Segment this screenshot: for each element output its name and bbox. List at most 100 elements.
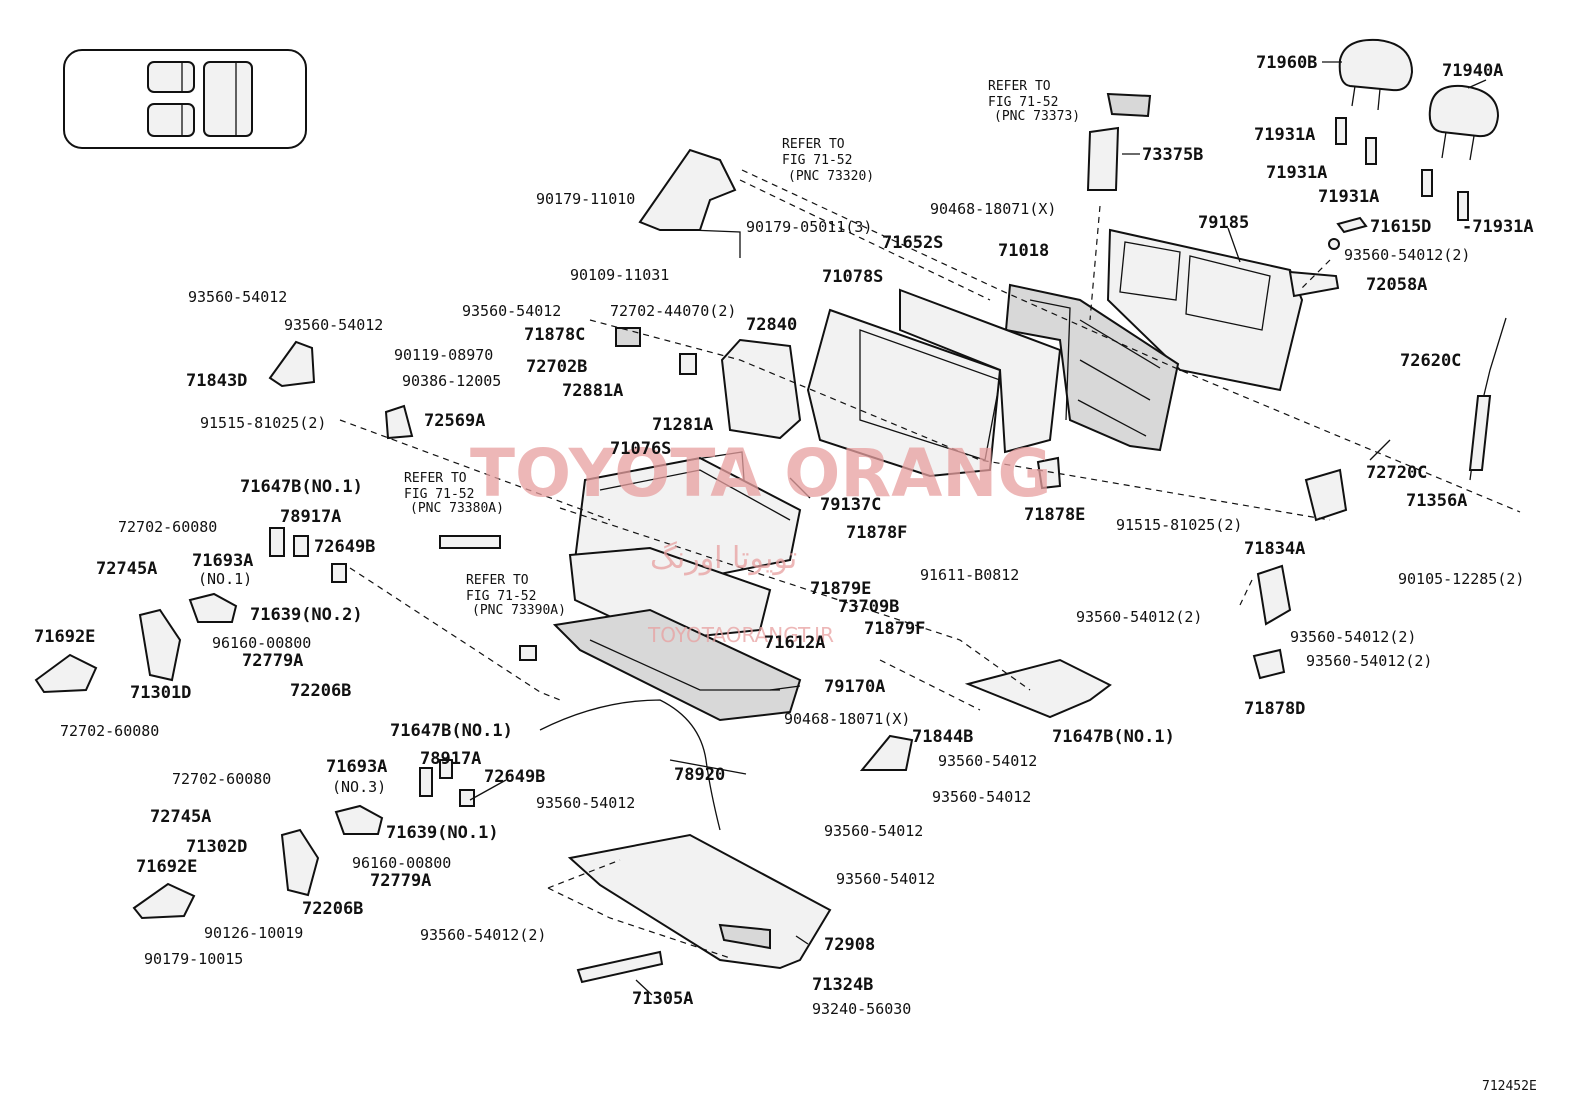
callout-71878e: 71878E	[1024, 505, 1085, 525]
callout-71639: 71639(NO.2)	[250, 605, 363, 625]
callout-93560-54012: 93560-54012	[284, 316, 383, 334]
callout-71281a: 71281A	[652, 415, 713, 435]
callout-91611-b0812: 91611-B0812	[920, 566, 1019, 584]
callout-79185: 79185	[1198, 213, 1249, 233]
callout-71018: 71018	[998, 241, 1049, 261]
callout-72745a: 72745A	[150, 807, 211, 827]
callout-71878c: 71878C	[524, 325, 585, 345]
callout-91515-81025: 91515-81025(2)	[200, 414, 326, 432]
refer-note-73320: REFER TO FIG 71-52 (PNC 73320)	[782, 137, 874, 184]
refer-note-73373: REFER TO FIG 71-52 (PNC 73373)	[988, 79, 1080, 124]
callout-93560-54012: 93560-54012(2)	[1076, 608, 1202, 626]
callout-71931a: 71931A	[1266, 163, 1327, 183]
mat-71647b-drawing	[964, 658, 1112, 719]
callout-71879e: 71879E	[810, 579, 871, 599]
callout-71612a: 71612A	[764, 633, 825, 653]
callout-93560-54012: 93560-54012(2)	[420, 926, 546, 944]
seat-base-72908-drawing	[567, 833, 832, 970]
seatback-board-79185-drawing	[1106, 228, 1340, 392]
callout-71879f: 71879F	[864, 619, 925, 639]
belt-73375b-drawing	[1086, 92, 1152, 191]
callout-72702-60080: 72702-60080	[118, 518, 217, 536]
hinge-71302d-drawing	[280, 828, 320, 897]
callout-93560-54012: 93560-54012	[462, 302, 561, 320]
callout-71692e: 71692E	[136, 857, 197, 877]
lock-71878e-drawing	[1036, 456, 1062, 490]
refer-note-73390a: REFER TO FIG 71-52 (PNC 73390A)	[466, 573, 566, 618]
callout-78917a: 78917A	[280, 507, 341, 527]
callout-72620c: 72620C	[1400, 351, 1461, 371]
cover-71693a-drawing	[188, 592, 384, 835]
callout-72206b: 72206B	[290, 681, 351, 701]
watermark-persian: تویوتا اورنگ	[650, 541, 797, 576]
belt-retractor-drawing	[638, 148, 741, 258]
callout-71647b: 71647B(NO.1)	[240, 477, 363, 497]
callout-78917a: 78917A	[420, 749, 481, 769]
callout-71693a: 71693A	[192, 551, 253, 571]
callout-96160-00800: 96160-00800	[352, 854, 451, 872]
callout-96160-00800: 96160-00800	[212, 634, 311, 652]
callout-71305a: 71305A	[632, 989, 693, 1009]
callout-71324b: 71324B	[812, 975, 873, 995]
callout-90126-10019: 90126-10019	[204, 924, 303, 942]
callout-71931a: -71931A	[1462, 217, 1534, 237]
callout-93560-54012: 93560-54012	[836, 870, 935, 888]
callout-90468-18071: 90468-18071(X)	[784, 710, 910, 728]
callout-73709b: 73709B	[838, 597, 899, 617]
cover-71843d-drawing	[268, 340, 316, 388]
cover-71834a-drawing	[1256, 564, 1292, 626]
callout-72649b: 72649B	[314, 537, 375, 557]
callout-no3: (NO.3)	[332, 778, 386, 796]
callout-71844b: 71844B	[912, 727, 973, 747]
callout-93560-54012: 93560-54012(2)	[1344, 246, 1470, 264]
headrest-71940a-drawing	[1428, 84, 1500, 161]
cable-78920-drawing	[539, 699, 721, 831]
callout-93560-54012: 93560-54012(2)	[1306, 652, 1432, 670]
callout-71843d: 71843D	[186, 371, 247, 391]
callout-72720c: 72720C	[1366, 463, 1427, 483]
callout-71356a: 71356A	[1406, 491, 1467, 511]
callout-93560-54012: 93560-54012	[188, 288, 287, 306]
callout-72206b: 72206B	[302, 899, 363, 919]
callout-79170a: 79170A	[824, 677, 885, 697]
callout-71302d: 71302D	[186, 837, 247, 857]
callout-72702b: 72702B	[526, 357, 587, 377]
leader-lines	[339, 61, 1521, 996]
callout-71076s: 71076S	[610, 439, 671, 459]
callout-71078s: 71078S	[822, 267, 883, 287]
gas-strut-71305a-drawing	[576, 950, 664, 984]
callout-72908: 72908	[824, 935, 875, 955]
callout-72779a: 72779A	[242, 651, 303, 671]
watermark-title: TOYOTA ORANG	[470, 435, 1052, 512]
callout-71960b: 71960B	[1256, 53, 1317, 73]
bracket-72569a-drawing	[384, 404, 414, 440]
lock-72720c-drawing	[1304, 468, 1348, 522]
callout-72569a: 72569A	[424, 411, 485, 431]
cushion-72840-drawing	[720, 338, 802, 440]
callout-93560-54012: 93560-54012	[824, 822, 923, 840]
callout-73375b: 73375B	[1142, 145, 1203, 165]
callout-90468-18071: 90468-18071(X)	[930, 200, 1056, 218]
callout-no1: (NO.1)	[198, 570, 252, 588]
callout-91515-81025: 91515-81025(2)	[1116, 516, 1242, 534]
callout-79137c: 79137C	[820, 495, 881, 515]
callout-90179-05011: 90179-05011(3)	[746, 218, 872, 236]
callout-72745a: 72745A	[96, 559, 157, 579]
callout-71878f: 71878F	[846, 523, 907, 543]
callout-71647b: 71647B(NO.1)	[390, 721, 513, 741]
headrest-71960b-drawing	[1338, 38, 1414, 111]
trim-71844b-drawing	[859, 734, 914, 771]
callout-90119-08970: 90119-08970	[394, 346, 493, 364]
callout-71692e: 71692E	[34, 627, 95, 647]
callout-71878d: 71878D	[1244, 699, 1305, 719]
callout-93560-54012: 93560-54012(2)	[1290, 628, 1416, 646]
hinge-71301d-drawing	[138, 608, 182, 682]
callout-72702-44070: 72702-44070(2)	[610, 302, 736, 320]
callout-72779a: 72779A	[370, 871, 431, 891]
cover-71692e-drawing	[34, 653, 196, 920]
callout-93560-54012: 93560-54012	[536, 794, 635, 812]
callout-90109-11031: 90109-11031	[570, 266, 669, 284]
callout-72840: 72840	[746, 315, 797, 335]
callout-71301d: 71301D	[130, 683, 191, 703]
